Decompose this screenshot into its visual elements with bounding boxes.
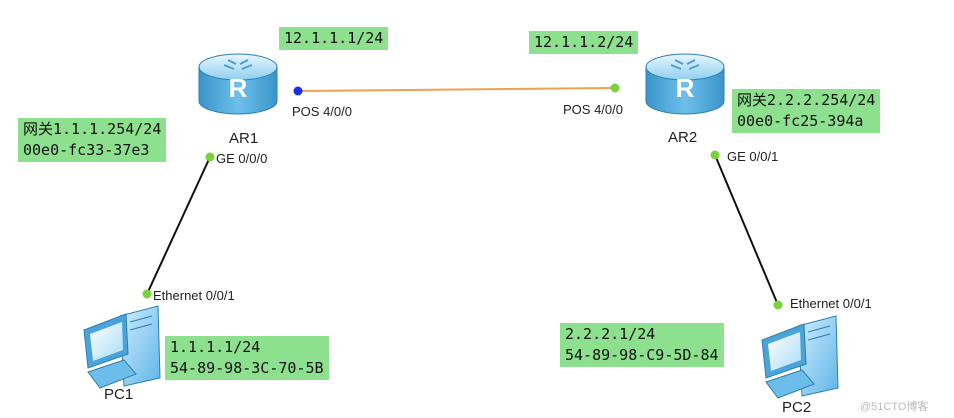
ar2-gateway: 网关2.2.2.254/24 — [737, 91, 876, 109]
label-pc1-info: 1.1.1.1/24 54-89-98-3C-70-5B — [165, 336, 329, 380]
pc1-mac: 54-89-98-3C-70-5B — [170, 359, 324, 377]
device-name-ar2: AR2 — [668, 129, 698, 146]
pc-icon[interactable] — [83, 305, 161, 389]
link-ar1-ar2[interactable] — [297, 87, 616, 92]
port-dot-ar2-pos[interactable] — [610, 83, 620, 93]
router-icon[interactable]: R — [198, 53, 278, 115]
pc1-ip: 1.1.1.1/24 — [170, 338, 261, 356]
svg-text:R: R — [229, 73, 248, 103]
router-icon[interactable]: R — [645, 53, 725, 115]
device-name-ar1: AR1 — [229, 130, 259, 147]
watermark: @51CTO博客 — [860, 401, 929, 413]
device-name-pc2: PC2 — [782, 399, 812, 416]
port-dot-ar1-pos[interactable] — [293, 86, 303, 96]
port-dot-pc1-eth[interactable] — [142, 289, 152, 299]
label-ip-ar2-pos: 12.1.1.2/24 — [529, 31, 639, 54]
label-pc2-info: 2.2.2.1/24 54-89-98-C9-5D-84 — [560, 323, 724, 367]
device-name-pc1: PC1 — [104, 386, 134, 403]
ar1-gateway: 网关1.1.1.254/24 — [23, 120, 162, 138]
label-ar1-info: 网关1.1.1.254/24 00e0-fc33-37e3 — [18, 118, 167, 162]
ar1-mac: 00e0-fc33-37e3 — [23, 141, 150, 159]
pc2-mac: 54-89-98-C9-5D-84 — [565, 346, 719, 364]
label-ar2-info: 网关2.2.2.254/24 00e0-fc25-394a — [732, 89, 881, 133]
port-label-pc2-eth: Ethernet 0/0/1 — [790, 296, 872, 311]
port-label-ar1-ge: GE 0/0/0 — [216, 151, 268, 166]
label-ip-ar1-pos: 12.1.1.1/24 — [279, 27, 389, 50]
pc2-ip: 2.2.2.1/24 — [565, 325, 656, 343]
port-dot-pc2-eth[interactable] — [773, 300, 783, 310]
port-label-pc1-eth: Ethernet 0/0/1 — [153, 288, 235, 303]
ar2-mac: 00e0-fc25-394a — [737, 112, 864, 130]
port-label-ar1-pos: POS 4/0/0 — [292, 104, 352, 119]
pc-icon[interactable] — [761, 315, 839, 399]
port-label-ar2-pos: POS 4/0/0 — [563, 102, 623, 117]
port-dot-ar2-ge[interactable] — [710, 150, 720, 160]
port-label-ar2-ge: GE 0/0/1 — [727, 149, 779, 164]
svg-text:R: R — [676, 73, 695, 103]
link-ar1-pc1[interactable] — [146, 156, 211, 295]
link-ar2-pc2[interactable] — [714, 154, 779, 306]
port-dot-ar1-ge[interactable] — [205, 152, 215, 162]
